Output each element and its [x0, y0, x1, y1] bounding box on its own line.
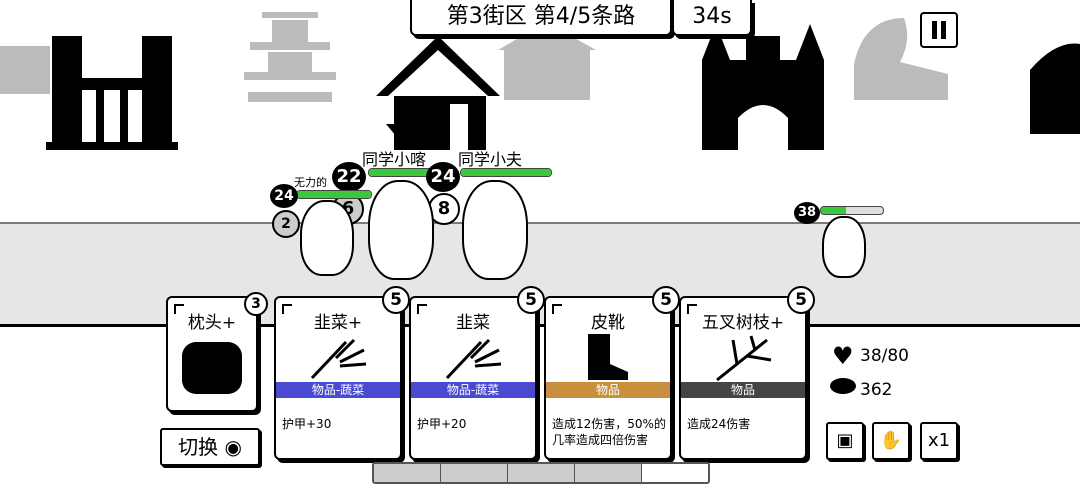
pause-button[interactable] [920, 12, 958, 48]
card-corner [282, 304, 292, 314]
player-health-bar [296, 190, 372, 199]
card-3-type: 物品 [546, 382, 670, 398]
target-arrow-icon [386, 108, 416, 142]
leek-icon [310, 338, 367, 380]
card-corner [174, 304, 184, 314]
castle-icon [702, 24, 824, 150]
bag-button[interactable]: ▣ [826, 422, 864, 460]
ally-1-name: 同学小喀 [362, 150, 427, 169]
colosseum-left-icon [0, 46, 50, 94]
card-4-name: 五叉树枝+ [701, 313, 785, 333]
switch-button[interactable]: 切换 ◉ [160, 428, 260, 466]
card-4-cost: 5 [787, 286, 815, 314]
ally-1-hp: 22 [332, 162, 366, 192]
player-shield: 2 [272, 210, 300, 238]
card-2[interactable]: 韭菜 5 物品-蔬菜 护甲+20 [409, 286, 545, 460]
road [0, 222, 1080, 327]
ally-2-character[interactable] [462, 180, 528, 280]
card-4[interactable]: 五叉树枝+ 5 物品 造成24伤害 [679, 286, 815, 460]
card-corner [552, 304, 562, 314]
egypt-temple-icon [46, 36, 178, 150]
timer: 34s [672, 0, 752, 36]
cabin-icon [498, 22, 596, 100]
heart-icon: ♥ [832, 342, 854, 370]
card-3-desc: 造成12伤害，50%的几率造成四倍伤害 [552, 417, 666, 447]
player-status: 无力的 [294, 176, 327, 189]
pillow-icon [182, 342, 242, 394]
switch-label: 切换 [178, 435, 219, 459]
colosseum-right-icon [1030, 43, 1080, 134]
pagoda-icon [244, 12, 336, 102]
boot-icon [588, 334, 628, 380]
card-2-cost: 5 [517, 286, 545, 314]
card-2-name: 韭菜 [456, 313, 490, 333]
ally-2-health-bar [460, 168, 552, 177]
coins-icon [830, 378, 856, 394]
held-card[interactable]: 枕头+ 3 [166, 292, 268, 412]
enemy-character[interactable] [822, 216, 866, 278]
house-icon [376, 36, 500, 150]
deck-progress-bar [372, 462, 710, 484]
held-card-cost: 3 [244, 292, 268, 316]
ally-2-name: 同学小夫 [458, 150, 523, 169]
card-3-cost: 5 [652, 286, 680, 314]
player-character[interactable] [300, 200, 354, 276]
coin-count: 362 [860, 380, 893, 400]
leek-icon [445, 338, 502, 380]
card-corner [687, 304, 697, 314]
card-2-type: 物品-蔬菜 [411, 382, 535, 398]
enemy-health-bar [820, 206, 884, 215]
player-health-total: 38/80 [860, 346, 909, 366]
city-skyline [0, 12, 1080, 150]
card-1-cost: 5 [382, 286, 410, 314]
location-label: 第3街区 第4/5条路 [410, 0, 672, 36]
sphinx-icon [854, 18, 948, 100]
card-4-desc: 造成24伤害 [687, 417, 751, 431]
card-4-type: 物品 [681, 382, 805, 398]
hand-icon: ✋ [879, 430, 903, 451]
hand-button[interactable]: ✋ [872, 422, 910, 460]
player-hp: 24 [270, 184, 298, 208]
enemy-hp: 38 [794, 202, 820, 224]
card-1[interactable]: 韭菜+ 5 物品-蔬菜 护甲+30 [274, 286, 410, 460]
card-1-type: 物品-蔬菜 [276, 382, 400, 398]
ally-2-hp: 24 [426, 162, 460, 192]
speed-button[interactable]: x1 [920, 422, 958, 460]
card-1-name: 韭菜+ [313, 313, 363, 333]
card-1-desc: 护甲+30 [282, 417, 332, 431]
branch-icon [716, 335, 772, 382]
card-2-desc: 护甲+20 [417, 417, 467, 431]
ally-1-character[interactable] [368, 180, 434, 280]
bag-icon: ▣ [836, 430, 854, 451]
card-3[interactable]: 皮靴 5 物品 造成12伤害，50%的几率造成四倍伤害 [544, 286, 680, 460]
held-card-name: 枕头+ [187, 313, 237, 333]
life-ring-icon: ◉ [224, 435, 242, 459]
card-3-name: 皮靴 [591, 313, 625, 333]
card-corner [417, 304, 427, 314]
